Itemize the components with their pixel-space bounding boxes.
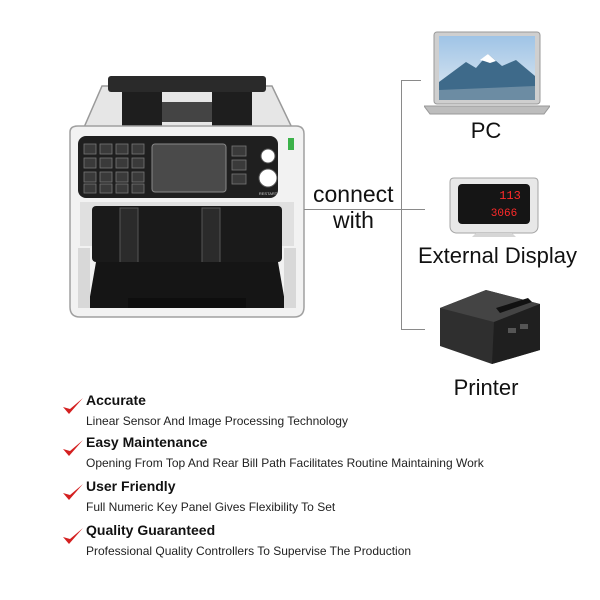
- display-readout-top: 113: [499, 189, 521, 203]
- restart-badge: RESTART: [259, 191, 278, 196]
- feature-title: Quality Guaranteed: [86, 522, 216, 538]
- feature-description: Professional Quality Controllers To Supe…: [86, 544, 412, 558]
- connector-branch-display: [401, 209, 425, 210]
- display-readout-bottom: 3066: [491, 208, 517, 220]
- feature-title: Easy Maintenance: [86, 434, 208, 450]
- laptop-icon: [424, 31, 550, 115]
- checkmark-icon: [63, 484, 83, 500]
- connector-trunk: [304, 209, 402, 210]
- checkmark-icon: [63, 528, 83, 544]
- connector-vertical: [401, 80, 402, 330]
- connector-branch-pc: [401, 80, 421, 81]
- printer-label: Printer: [453, 375, 519, 400]
- external-display-label: External Display: [418, 243, 577, 268]
- external-display-icon: 113 3066: [449, 177, 539, 237]
- printer-icon: [440, 290, 540, 364]
- with-word: with: [333, 207, 374, 233]
- pc-label: PC: [470, 118, 502, 143]
- checkmark-icon: [63, 398, 83, 414]
- feature-title: Accurate: [86, 392, 146, 408]
- feature-description: Full Numeric Key Panel Gives Flexibility…: [86, 500, 336, 514]
- connect-word: connect: [313, 181, 394, 207]
- connect-with-label: connect with: [313, 181, 394, 233]
- checkmark-icon: [63, 440, 83, 456]
- feature-description: Opening From Top And Rear Bill Path Faci…: [86, 456, 484, 470]
- money-counter-machine: RESTART: [69, 76, 305, 318]
- feature-description: Linear Sensor And Image Processing Techn…: [86, 414, 348, 428]
- connector-branch-printer: [401, 329, 425, 330]
- feature-title: User Friendly: [86, 478, 176, 494]
